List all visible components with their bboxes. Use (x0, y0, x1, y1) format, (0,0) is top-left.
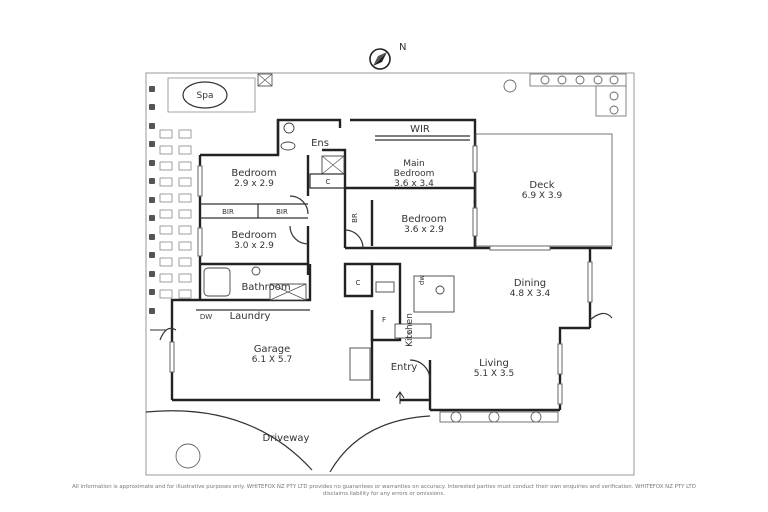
garage-dims: 6.1 X 5.7 (252, 355, 293, 365)
laundry-label: Laundry (230, 311, 271, 322)
compass-icon (369, 48, 391, 70)
door-arc (289, 225, 309, 245)
living-label: Living (479, 358, 509, 369)
garage-label: Garage (254, 344, 291, 355)
basin-icon (283, 122, 295, 134)
wir-rail (375, 135, 470, 141)
bathroom-walls (200, 264, 312, 302)
spa-surround (167, 77, 256, 113)
ensuite-label: Ens (311, 138, 329, 149)
bedroom3-dims: 3.0 x 2.9 (234, 241, 274, 251)
kitchen-island (413, 275, 455, 313)
main-bedroom-south-wall (345, 186, 477, 204)
pantry-label: P (408, 329, 412, 337)
cupboard1-label: C (326, 178, 331, 186)
dining-east-wall (558, 248, 592, 410)
dining-label: Dining (514, 278, 546, 289)
kitchen-dw-label: dw (418, 275, 426, 285)
spa-tub (182, 81, 228, 109)
bathtub (203, 267, 231, 297)
dining-dims: 4.8 X 3.4 (510, 289, 551, 299)
kitchen-walls (370, 262, 402, 342)
planter-beds (503, 73, 627, 117)
door-arc (344, 229, 364, 249)
br-label: BR (351, 213, 359, 223)
door-arc (289, 195, 309, 215)
pantry-box (394, 323, 432, 339)
garden-pavers (159, 129, 192, 299)
main-bedroom-dims: 3.6 x 3.4 (394, 179, 434, 189)
cooktop-icon (375, 281, 395, 293)
bedroom4-walls (343, 188, 477, 250)
bir-partition (200, 203, 308, 219)
living-south-wall (428, 360, 560, 412)
cupboard2-label: C (356, 279, 361, 287)
site-boundary (145, 72, 635, 476)
kitchen-label: Kitchen (405, 313, 415, 347)
bedroom4-label: Bedroom (401, 214, 446, 225)
compass-north-label: N (399, 42, 406, 53)
driveway-edge (145, 410, 431, 473)
driveway-label: Driveway (263, 433, 310, 444)
bedroom2-dims: 2.9 x 2.9 (234, 179, 274, 189)
disclaimer-text: All information is approximate and for i… (72, 484, 696, 497)
living-dims: 5.1 X 3.5 (474, 369, 515, 379)
bathroom-basin-icon (251, 266, 261, 276)
wir-label: WIR (410, 124, 430, 135)
spa-label: Spa (197, 91, 214, 101)
kitchen-pantry (343, 262, 374, 298)
bedroom3-label: Bedroom (231, 230, 276, 241)
main-bedroom-label-2: Bedroom (394, 169, 435, 179)
deck-label: Deck (529, 180, 554, 191)
bedroom2-label: Bedroom (231, 168, 276, 179)
bir-left-label: BIR (222, 208, 234, 216)
entry-label: Entry (391, 362, 418, 373)
toilet-icon (280, 141, 296, 151)
ensuite-walls (276, 120, 347, 188)
fridge-label: F (382, 316, 386, 324)
bedroom3-south-wall (200, 262, 310, 275)
front-planters (439, 411, 559, 423)
garage-storage (349, 347, 371, 381)
deck-dims: 6.9 X 3.9 (522, 191, 563, 201)
fence-posts-left (149, 86, 155, 314)
linen-cupboard (309, 173, 345, 189)
entry-arrow-icon (395, 391, 405, 404)
bedroom4-dims: 3.6 x 2.9 (404, 225, 444, 235)
laundry-dw-label: DW (200, 313, 212, 321)
main-bedroom-label-1: Main (403, 159, 425, 169)
tree-icon (175, 443, 201, 469)
bathroom-label: Bathroom (241, 282, 290, 293)
island-sink-icon (435, 285, 445, 295)
entry-door-arc (409, 359, 431, 381)
bir-right-label: BIR (276, 208, 288, 216)
windows (169, 145, 593, 405)
